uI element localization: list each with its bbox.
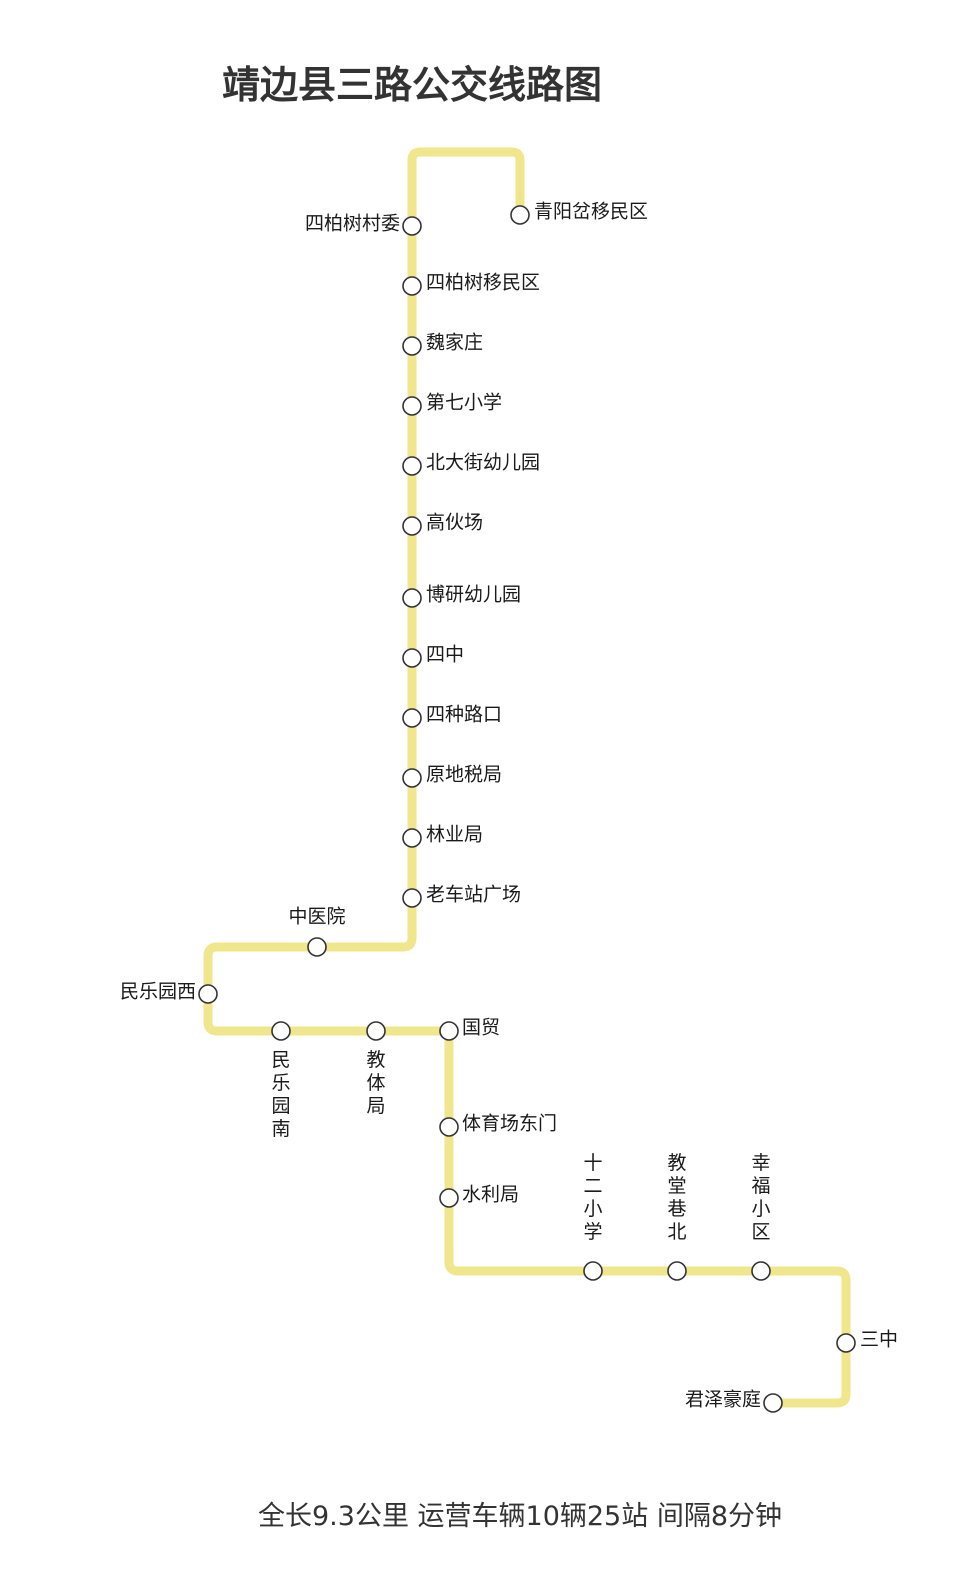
bus-stop[interactable]: 第七小学	[402, 392, 502, 416]
bus-stop[interactable]: 中医院	[288, 906, 346, 957]
bus-route-line	[203, 147, 851, 1408]
stop-label: 中医院	[288, 906, 345, 928]
bus-stop[interactable]: 教体局	[366, 1021, 386, 1117]
bus-stop[interactable]: 君泽豪庭	[685, 1389, 783, 1413]
stop-marker[interactable]	[402, 276, 422, 296]
bus-stop[interactable]: 三中	[836, 1329, 898, 1353]
stop-label: 水利局	[462, 1184, 519, 1206]
stops-layer: 青阳岔移民区四柏树村委四柏树移民区魏家庄第七小学北大街幼儿园高伙场博研幼儿园四中…	[120, 201, 898, 1413]
bus-stop[interactable]: 四柏树移民区	[402, 272, 540, 296]
stop-marker[interactable]	[583, 1261, 603, 1281]
bus-stop[interactable]: 高伙场	[402, 512, 483, 536]
bus-stop[interactable]: 民乐园南	[271, 1021, 291, 1140]
stop-marker[interactable]	[402, 396, 422, 416]
map-title: 靖边县三路公交线路图	[222, 63, 602, 107]
stop-label: 青阳岔移民区	[534, 201, 648, 223]
stop-marker[interactable]	[198, 984, 218, 1004]
bus-stop[interactable]: 林业局	[402, 824, 483, 848]
bus-stop[interactable]: 老车站广场	[402, 884, 521, 908]
stop-label: 民乐园西	[120, 981, 196, 1003]
stop-label: 原地税局	[426, 764, 502, 786]
stop-marker[interactable]	[271, 1021, 291, 1041]
stop-label: 高伙场	[426, 512, 483, 534]
stop-label: 北大街幼儿园	[426, 452, 540, 474]
bus-stop[interactable]: 四柏树村委	[305, 213, 422, 236]
stop-marker[interactable]	[763, 1393, 783, 1413]
stop-marker[interactable]	[510, 205, 530, 225]
stop-label: 民乐园南	[271, 1049, 290, 1140]
bus-stop[interactable]: 四种路口	[402, 704, 502, 728]
stop-marker[interactable]	[307, 937, 327, 957]
bus-stop[interactable]: 教堂巷北	[667, 1152, 687, 1281]
stop-label: 教体局	[366, 1049, 385, 1117]
stop-label: 君泽豪庭	[685, 1389, 761, 1411]
stop-label: 幸福小区	[751, 1152, 770, 1243]
bus-stop[interactable]: 魏家庄	[402, 332, 483, 356]
bus-stop[interactable]: 十二小学	[583, 1152, 603, 1281]
stop-marker[interactable]	[836, 1333, 856, 1353]
bus-stop[interactable]: 博研幼儿园	[402, 584, 521, 608]
stop-marker[interactable]	[439, 1188, 459, 1208]
bus-stop[interactable]: 体育场东门	[439, 1113, 557, 1137]
stop-label: 十二小学	[583, 1152, 602, 1243]
stop-label: 体育场东门	[462, 1113, 557, 1135]
stop-label: 四种路口	[426, 704, 502, 726]
bus-stop[interactable]: 北大街幼儿园	[402, 452, 540, 476]
bus-stop[interactable]: 民乐园西	[120, 981, 218, 1004]
stop-marker[interactable]	[439, 1021, 459, 1041]
bus-stop[interactable]: 原地税局	[402, 764, 502, 788]
stop-marker[interactable]	[402, 828, 422, 848]
stop-label: 四柏树移民区	[426, 272, 540, 294]
bus-stop[interactable]: 幸福小区	[751, 1152, 771, 1281]
stop-marker[interactable]	[402, 336, 422, 356]
stop-marker[interactable]	[402, 216, 422, 236]
bus-stop[interactable]: 四中	[402, 644, 464, 668]
stop-marker[interactable]	[751, 1261, 771, 1281]
stop-marker[interactable]	[402, 888, 422, 908]
stop-label: 第七小学	[426, 392, 502, 414]
stop-marker[interactable]	[667, 1261, 687, 1281]
stop-label: 四柏树村委	[305, 213, 400, 235]
stop-label: 博研幼儿园	[426, 584, 521, 606]
stop-label: 老车站广场	[426, 884, 521, 906]
stop-label: 三中	[860, 1329, 898, 1351]
stop-label: 林业局	[426, 824, 483, 846]
route-summary: 全长9.3公里 运营车辆10辆25站 间隔8分钟	[258, 1501, 782, 1532]
stop-marker[interactable]	[402, 516, 422, 536]
stop-marker[interactable]	[366, 1021, 386, 1041]
stop-label: 魏家庄	[426, 332, 483, 354]
bus-stop[interactable]: 青阳岔移民区	[510, 201, 648, 225]
stop-marker[interactable]	[439, 1117, 459, 1137]
stop-label: 四中	[426, 644, 464, 666]
stop-marker[interactable]	[402, 648, 422, 668]
stop-label: 教堂巷北	[667, 1152, 686, 1243]
bus-stop[interactable]: 水利局	[439, 1184, 519, 1208]
stop-label: 国贸	[462, 1017, 500, 1039]
bus-stop[interactable]: 国贸	[439, 1017, 500, 1041]
stop-marker[interactable]	[402, 708, 422, 728]
stop-marker[interactable]	[402, 588, 422, 608]
stop-marker[interactable]	[402, 456, 422, 476]
stop-marker[interactable]	[402, 768, 422, 788]
